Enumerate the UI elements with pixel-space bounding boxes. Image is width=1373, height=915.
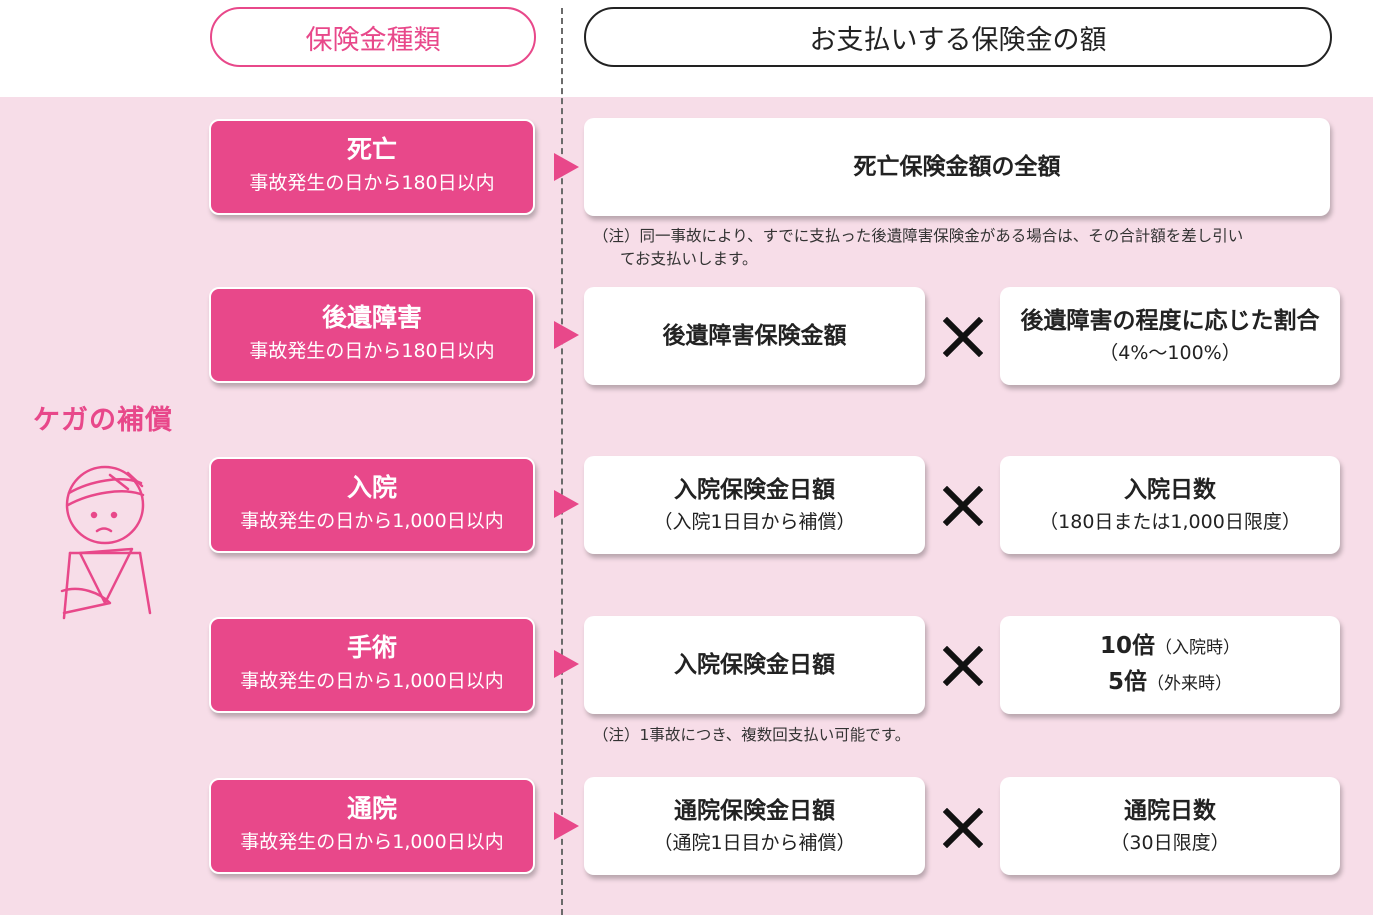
multiply-icon: [943, 808, 983, 848]
header-payment-amount: お支払いする保険金の額: [584, 7, 1332, 67]
note-death-line2: てお支払いします。: [620, 250, 758, 268]
amount-death-text: 死亡保険金額の全額: [853, 154, 1061, 180]
factor-surgery-outpatient-label: （外来時）: [1147, 674, 1232, 694]
factor-surgery: 10倍（入院時） 5倍（外来時）: [1000, 616, 1340, 714]
factor-hospital: 入院日数 （180日または1,000日限度）: [1000, 456, 1340, 554]
multiply-icon: [943, 486, 983, 526]
factor-disability: 後遺障害の程度に応じた割合 （4%～100%）: [1000, 287, 1340, 385]
factor-outpatient-sub: （30日限度）: [1110, 832, 1230, 854]
amount-disability: 後遺障害保険金額: [584, 287, 925, 385]
amount-death: 死亡保険金額の全額: [584, 118, 1330, 216]
factor-hospital-sub: （180日または1,000日限度）: [1039, 511, 1301, 533]
type-surgery: 手術 事故発生の日から1,000日以内: [209, 617, 535, 713]
arrow-hospital: [554, 490, 579, 518]
type-death-period: 事故発生の日から180日以内: [249, 172, 495, 194]
amount-disability-text: 後遺障害保険金額: [662, 323, 847, 349]
arrow-death: [554, 153, 579, 181]
factor-surgery-outpatient-value: 5倍: [1107, 669, 1147, 695]
type-hospital: 入院 事故発生の日から1,000日以内: [209, 457, 535, 553]
injured-person-icon: [60, 465, 152, 620]
column-divider: [561, 8, 563, 915]
multiply-icon: [943, 646, 983, 686]
type-disability-title: 後遺障害: [321, 303, 422, 332]
type-disability-period: 事故発生の日から180日以内: [249, 340, 495, 362]
factor-surgery-line1: 10倍（入院時）: [1100, 629, 1240, 665]
amount-outpatient: 通院保険金日額 （通院1日目から補償）: [584, 777, 925, 875]
factor-surgery-line2: 5倍（外来時）: [1108, 665, 1232, 701]
factor-disability-sub: （4%～100%）: [1099, 342, 1241, 364]
amount-outpatient-sub: （通院1日目から補償）: [653, 832, 856, 854]
type-disability: 後遺障害 事故発生の日から180日以内: [209, 287, 535, 383]
factor-outpatient: 通院日数 （30日限度）: [1000, 777, 1340, 875]
amount-surgery-text: 入院保険金日額: [674, 652, 835, 678]
arrow-outpatient: [554, 812, 579, 840]
amount-hospital-text: 入院保険金日額: [674, 477, 835, 503]
note-surgery: （注）1事故につき、複数回支払い可能です。: [593, 726, 911, 744]
sidebar-title: ケガの補償: [33, 405, 173, 436]
amount-outpatient-text: 通院保険金日額: [674, 798, 835, 824]
header-insurance-type: 保険金種類: [210, 7, 536, 67]
arrow-surgery: [554, 650, 579, 678]
type-outpatient: 通院 事故発生の日から1,000日以内: [209, 778, 535, 874]
factor-disability-text: 後遺障害の程度に応じた割合: [1020, 308, 1320, 334]
type-death-title: 死亡: [346, 135, 397, 164]
amount-hospital-sub: （入院1日目から補償）: [653, 511, 856, 533]
type-surgery-title: 手術: [346, 633, 397, 662]
factor-outpatient-text: 通院日数: [1124, 798, 1216, 824]
factor-surgery-inpatient-label: （入院時）: [1155, 638, 1240, 658]
multiply-icon: [943, 317, 983, 357]
type-surgery-period: 事故発生の日から1,000日以内: [240, 670, 504, 692]
factor-hospital-text: 入院日数: [1124, 477, 1216, 503]
type-hospital-period: 事故発生の日から1,000日以内: [240, 510, 504, 532]
type-hospital-title: 入院: [346, 473, 397, 502]
type-death: 死亡 事故発生の日から180日以内: [209, 119, 535, 215]
factor-surgery-inpatient-value: 10倍: [1099, 633, 1155, 659]
note-death-line1: （注）同一事故により、すでに支払った後遺障害保険金がある場合は、その合計額を差し…: [593, 227, 1244, 245]
type-outpatient-period: 事故発生の日から1,000日以内: [240, 831, 504, 853]
arrow-disability: [554, 321, 579, 349]
amount-surgery: 入院保険金日額: [584, 616, 925, 714]
amount-hospital: 入院保険金日額 （入院1日目から補償）: [584, 456, 925, 554]
type-outpatient-title: 通院: [346, 794, 397, 823]
